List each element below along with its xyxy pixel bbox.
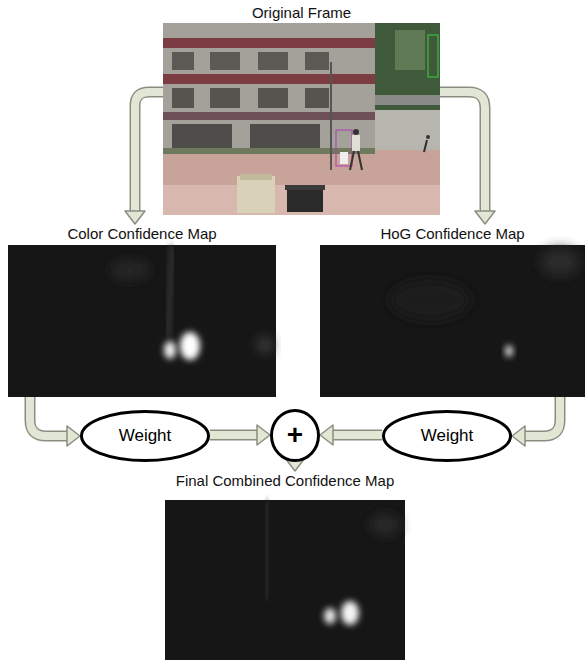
- hog-map-image: [320, 245, 585, 397]
- block-arrow: [440, 92, 495, 224]
- combined-map: Final Combined Confidence Map: [165, 472, 405, 660]
- block-arrow: [320, 425, 382, 445]
- weight-label: Weight: [119, 426, 172, 446]
- block-arrow: [210, 425, 270, 445]
- map-heading: Final Combined Confidence Map: [165, 472, 405, 490]
- color-map: Color Confidence Map: [8, 225, 276, 397]
- block-arrow: [125, 92, 163, 224]
- combined-map-image: [165, 500, 405, 660]
- block-arrow: [30, 397, 80, 446]
- hog-map: HoG Confidence Map: [320, 225, 585, 397]
- weight-ellipse: Weight: [382, 410, 512, 462]
- operator-symbol: +: [287, 419, 303, 451]
- map-heading: HoG Confidence Map: [320, 225, 585, 243]
- color-map-image: [8, 245, 276, 397]
- block-arrow: [512, 397, 560, 446]
- street-photo: [163, 23, 440, 215]
- map-heading: Color Confidence Map: [8, 225, 276, 243]
- map-heading: Original Frame: [163, 4, 440, 22]
- sum-circle: +: [270, 409, 320, 462]
- original-frame: Original Frame: [163, 4, 440, 215]
- weight-ellipse: Weight: [80, 410, 210, 462]
- weight-label: Weight: [421, 426, 474, 446]
